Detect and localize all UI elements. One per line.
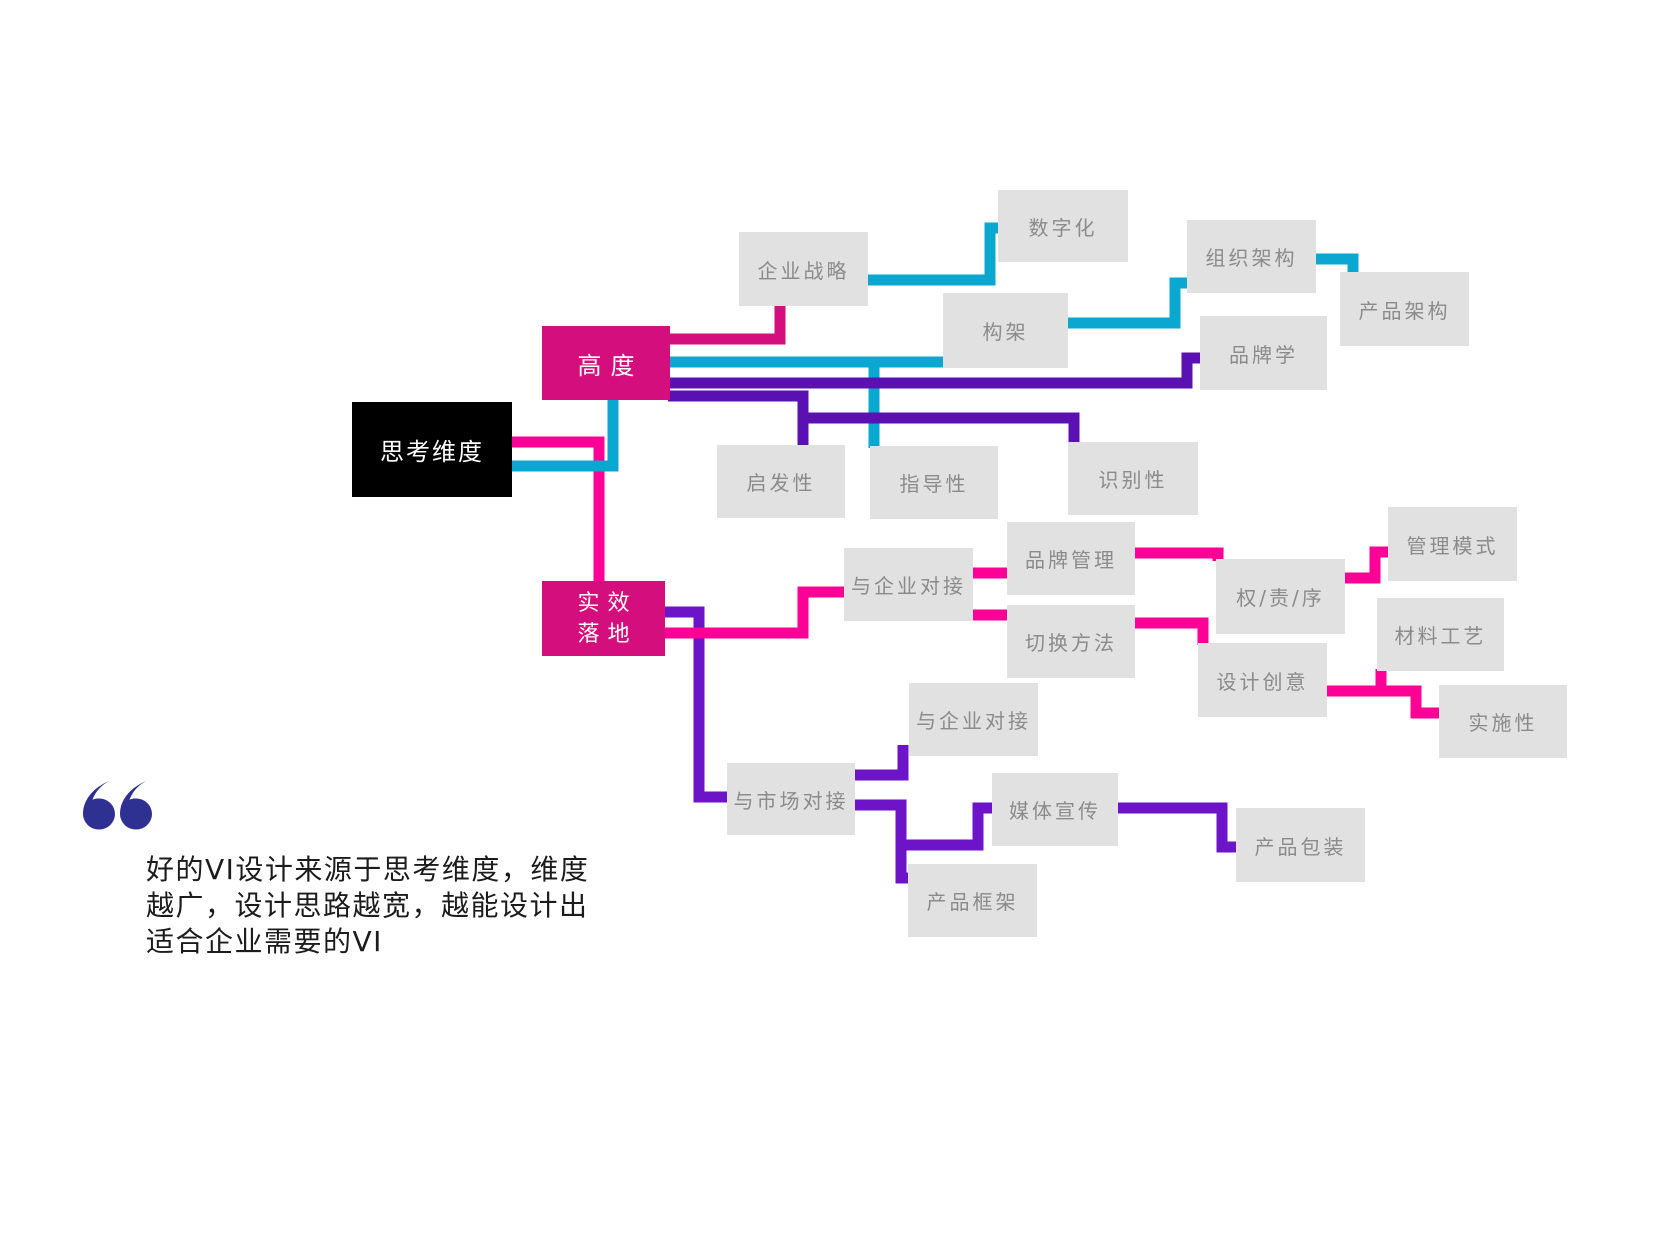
quote-icon — [83, 781, 152, 830]
edge-thinking-to-practical-landing — [510, 436, 605, 583]
node-brand-management-label: 品牌管理 — [1025, 548, 1117, 572]
node-enterprise-strategy-label: 企业战略 — [757, 258, 850, 283]
node-enterprise-alignment-b: 与企业对接 — [909, 683, 1038, 756]
edge-brand-management-to-rights-duty-order — [1133, 547, 1224, 561]
node-digitization-label: 数字化 — [1028, 215, 1098, 240]
node-product-structure-label: 产品架构 — [1358, 298, 1451, 323]
node-switch-method: 切换方法 — [1007, 605, 1135, 678]
node-material-craft-label: 材料工艺 — [1394, 624, 1487, 648]
node-rights-duty-order-label: 权/责/序 — [1236, 586, 1325, 610]
node-design-creativity: 设计创意 — [1198, 643, 1327, 717]
edge-height-to-brandology — [668, 352, 1202, 389]
node-brand-management: 品牌管理 — [1007, 522, 1135, 595]
node-enterprise-alignment-a: 与企业对接 — [844, 548, 973, 621]
quote-line-2: 越广，设计思路越宽，越能设计出 — [146, 889, 589, 922]
node-implementability: 实施性 — [1439, 685, 1567, 758]
node-framework-label: 构架 — [982, 320, 1029, 344]
node-management-model: 管理模式 — [1388, 507, 1517, 581]
node-media-promotion-label: 媒体宣传 — [1009, 799, 1101, 823]
node-product-structure: 产品架构 — [1340, 272, 1469, 346]
node-org-structure: 组织架构 — [1187, 220, 1316, 293]
node-material-craft: 材料工艺 — [1377, 598, 1504, 671]
node-enterprise-alignment-b-label: 与企业对接 — [916, 709, 1031, 733]
edge-height-to-recognition — [803, 412, 1080, 444]
edge-height-to-inspiration — [668, 390, 809, 447]
node-framework: 构架 — [943, 293, 1068, 368]
edge-market-alignment-to-enterprise-alignment-b — [853, 745, 909, 781]
node-guidance-label: 指导性 — [899, 472, 969, 496]
edge-height-to-enterprise-strategy — [668, 304, 786, 345]
edge-media-promotion-to-product-packaging — [1116, 802, 1238, 853]
node-inspiration: 启发性 — [717, 445, 845, 518]
node-rights-duty-order: 权/责/序 — [1216, 559, 1345, 634]
edge-enterprise-strategy-to-digitization — [866, 222, 1000, 286]
node-thinking-dimension-label: 思考维度 — [380, 438, 484, 466]
node-height: 高度 — [542, 326, 670, 400]
edge-rights-duty-order-to-management-model — [1343, 546, 1390, 584]
edge-thinking-to-height — [510, 398, 619, 472]
node-implementability-label: 实施性 — [1468, 711, 1538, 735]
node-enterprise-strategy: 企业战略 — [739, 232, 868, 306]
node-management-model-label: 管理模式 — [1406, 533, 1499, 558]
node-digitization: 数字化 — [998, 190, 1128, 262]
quote-text: 好的VI设计来源于思考维度，维度 越广，设计思路越宽，越能设计出 适合企业需要的… — [146, 852, 589, 960]
node-market-alignment: 与市场对接 — [727, 763, 855, 835]
node-switch-method-label: 切换方法 — [1025, 631, 1117, 655]
node-practical-landing: 实效 落地 — [542, 581, 665, 656]
node-recognition: 识别性 — [1068, 442, 1198, 515]
node-brandology: 品牌学 — [1200, 316, 1327, 390]
node-org-structure-label: 组织架构 — [1205, 246, 1298, 270]
node-media-promotion: 媒体宣传 — [992, 773, 1118, 846]
node-guidance: 指导性 — [870, 446, 998, 519]
node-design-creativity-label: 设计创意 — [1216, 669, 1309, 694]
node-product-frame-label: 产品框架 — [926, 890, 1019, 914]
edge-switch-method-to-design-creativity — [1133, 617, 1209, 645]
edge-org-structure-to-product-structure — [1314, 253, 1359, 274]
node-market-alignment-label: 与市场对接 — [733, 788, 849, 813]
node-product-packaging: 产品包装 — [1236, 808, 1365, 882]
node-product-frame: 产品框架 — [908, 864, 1037, 937]
quote-line-1: 好的VI设计来源于思考维度，维度 — [146, 853, 590, 886]
node-thinking-dimension: 思考维度 — [352, 402, 512, 497]
node-practical-landing-label: 实效 落地 — [577, 590, 638, 647]
edge-practical-landing-to-enterprise-alignment-a — [663, 586, 846, 639]
quote-line-3: 适合企业需要的VI — [146, 925, 383, 958]
node-recognition-label: 识别性 — [1098, 468, 1168, 492]
edge-framework-to-org-structure — [1066, 277, 1189, 329]
node-inspiration-label: 启发性 — [746, 471, 816, 495]
edge-market-alignment-to-media-promotion — [901, 802, 994, 851]
node-brandology-label: 品牌学 — [1229, 342, 1298, 367]
node-height-label: 高度 — [577, 351, 644, 380]
node-product-packaging-label: 产品包装 — [1254, 834, 1347, 859]
node-enterprise-alignment-a-label: 与企业对接 — [851, 574, 966, 598]
edge-practical-landing-to-market-alignment — [663, 606, 729, 803]
edge-design-creativity-to-implementability — [1325, 685, 1441, 719]
